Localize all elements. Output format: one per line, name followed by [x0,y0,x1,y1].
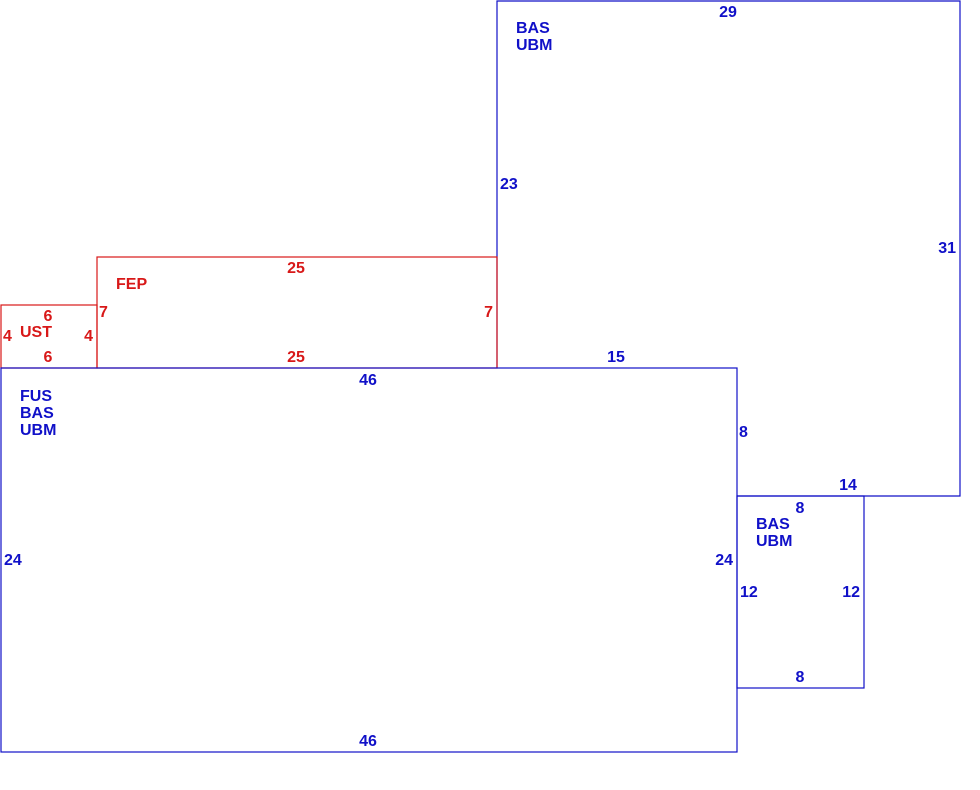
main-code-1: FUS [20,388,52,405]
main-dim-right: 24 [715,552,733,569]
main-code-2: BAS [20,405,54,422]
area-small-outline [736,495,865,689]
small-dim-right: 12 [842,584,860,601]
main-dim-left: 24 [4,552,22,569]
ust-dim-top: 6 [44,308,53,325]
top-right-dim-bottom-left: 15 [607,349,625,366]
ust-code: UST [20,324,52,341]
small-dim-bottom: 8 [796,669,805,686]
top-right-code-2: UBM [516,37,552,54]
ust-dim-right: 4 [84,328,93,345]
top-right-dim-top: 29 [719,4,737,21]
area-main-outline [0,367,738,753]
small-dim-top: 8 [796,500,805,517]
fep-dim-left: 7 [99,304,108,321]
top-right-dim-left: 23 [500,176,518,193]
ust-dim-bottom: 6 [44,349,53,366]
top-right-code-1: BAS [516,20,550,37]
top-right-dim-right: 31 [938,240,956,257]
ust-dim-left: 4 [3,328,12,345]
top-right-dim-bottom-right: 14 [839,477,857,494]
small-dim-left: 12 [740,584,758,601]
main-code-3: UBM [20,422,56,439]
small-code-2: UBM [756,533,792,550]
small-code-1: BAS [756,516,790,533]
fep-dim-bottom: 25 [287,349,305,366]
fep-dim-top: 25 [287,260,305,277]
fep-dim-right: 7 [484,304,493,321]
main-dim-top: 46 [359,372,377,389]
fep-code: FEP [116,276,147,293]
top-right-dim-inner-right: 8 [739,424,748,441]
area-top-right-outline [496,0,961,497]
main-dim-bottom: 46 [359,733,377,750]
